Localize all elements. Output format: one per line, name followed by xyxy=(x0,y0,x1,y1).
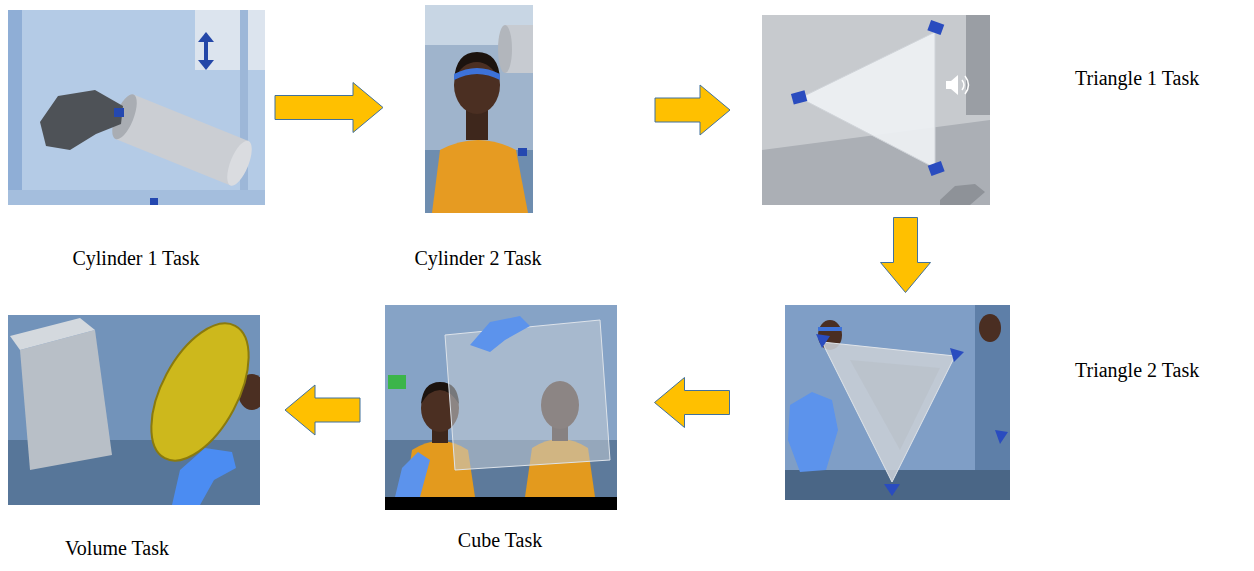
task-caption: Volume Task xyxy=(65,537,169,560)
block-arrow xyxy=(655,85,730,135)
task-caption: Cylinder 2 Task xyxy=(414,247,541,270)
cube-screenshot xyxy=(385,305,617,510)
speaker-icon xyxy=(965,76,969,94)
speaker-icon xyxy=(962,80,964,90)
hand xyxy=(470,316,530,352)
task-caption: Triangle 1 Task xyxy=(1075,67,1199,90)
cube-screenshot xyxy=(385,305,617,510)
double-arrow xyxy=(198,60,214,70)
cylinder-one-screenshot xyxy=(8,10,265,205)
screenshot-panel: Cylinder 2 Task xyxy=(425,5,533,213)
block-arrow xyxy=(881,218,931,293)
task-caption: Cube Task xyxy=(458,529,542,552)
triangle-two-screenshot xyxy=(785,305,1010,500)
volume-screenshot xyxy=(8,315,260,505)
double-arrow xyxy=(204,40,208,62)
cylinder-one-screenshot xyxy=(8,10,265,205)
avatar-hair xyxy=(454,52,500,80)
vertex-marker xyxy=(884,484,900,496)
task-caption: Triangle 2 Task xyxy=(1075,359,1199,382)
triangle-one-screenshot xyxy=(762,15,990,205)
task-caption: Cylinder 1 Task xyxy=(72,247,199,270)
screenshot-panel: Cube Task xyxy=(385,305,617,510)
triangle-shape xyxy=(822,342,955,482)
triangle-two-screenshot xyxy=(785,305,1010,500)
block-arrow xyxy=(275,83,383,133)
vertex-marker xyxy=(791,20,945,176)
triangle-one-screenshot xyxy=(762,15,990,205)
cylinder-two-screenshot xyxy=(425,5,533,213)
cube-shape xyxy=(10,318,95,350)
triangle-one-screenshot xyxy=(966,15,990,115)
cylinder-one-screenshot xyxy=(8,190,265,205)
vertex-marker xyxy=(995,430,1008,444)
double-arrow xyxy=(198,32,214,70)
triangle-shape xyxy=(850,360,940,450)
avatar-head xyxy=(979,314,1001,342)
cylinder-two-screenshot xyxy=(425,5,533,213)
marker xyxy=(150,198,158,205)
double-arrow xyxy=(198,32,214,42)
marker xyxy=(114,108,124,117)
vertex-marker xyxy=(816,334,1008,496)
hand xyxy=(788,392,838,472)
cube-shape xyxy=(20,330,112,470)
vertex-marker xyxy=(791,90,807,104)
cylinder-shape xyxy=(107,91,257,189)
speaker-icon xyxy=(946,81,951,89)
hand xyxy=(172,448,236,505)
screenshot-panel: Triangle 2 Task xyxy=(785,305,1010,500)
triangle-shape xyxy=(800,32,935,168)
green-block xyxy=(388,375,406,389)
speaker-icon xyxy=(946,75,969,95)
screenshot-panel: Volume Task xyxy=(8,315,260,505)
screenshot-panel: Cylinder 1 Task xyxy=(8,10,265,205)
cylinder-one-screenshot xyxy=(195,10,265,70)
cylinder-two-screenshot xyxy=(498,25,512,73)
marker xyxy=(518,148,527,156)
vertex-marker xyxy=(950,348,964,362)
cylinder-one-screenshot xyxy=(8,10,22,205)
speaker-icon xyxy=(951,75,958,95)
black-bar xyxy=(385,497,617,510)
vertex-marker xyxy=(816,334,830,348)
cube-shape xyxy=(445,320,610,470)
vertex-marker xyxy=(928,161,945,176)
cylinder-shape xyxy=(222,138,257,189)
screenshot-panel: Triangle 1 Task xyxy=(762,15,990,205)
hand xyxy=(940,184,985,205)
block-arrow xyxy=(655,378,730,428)
yellow-disc xyxy=(131,315,260,476)
hand xyxy=(40,90,123,150)
triangle-two-screenshot xyxy=(785,470,1010,500)
avatar-headband xyxy=(818,327,842,331)
avatar-headband xyxy=(454,68,500,80)
hand xyxy=(395,452,430,497)
vertex-marker xyxy=(927,20,944,35)
block-arrow xyxy=(285,385,360,435)
avatar-shirt xyxy=(432,140,528,213)
